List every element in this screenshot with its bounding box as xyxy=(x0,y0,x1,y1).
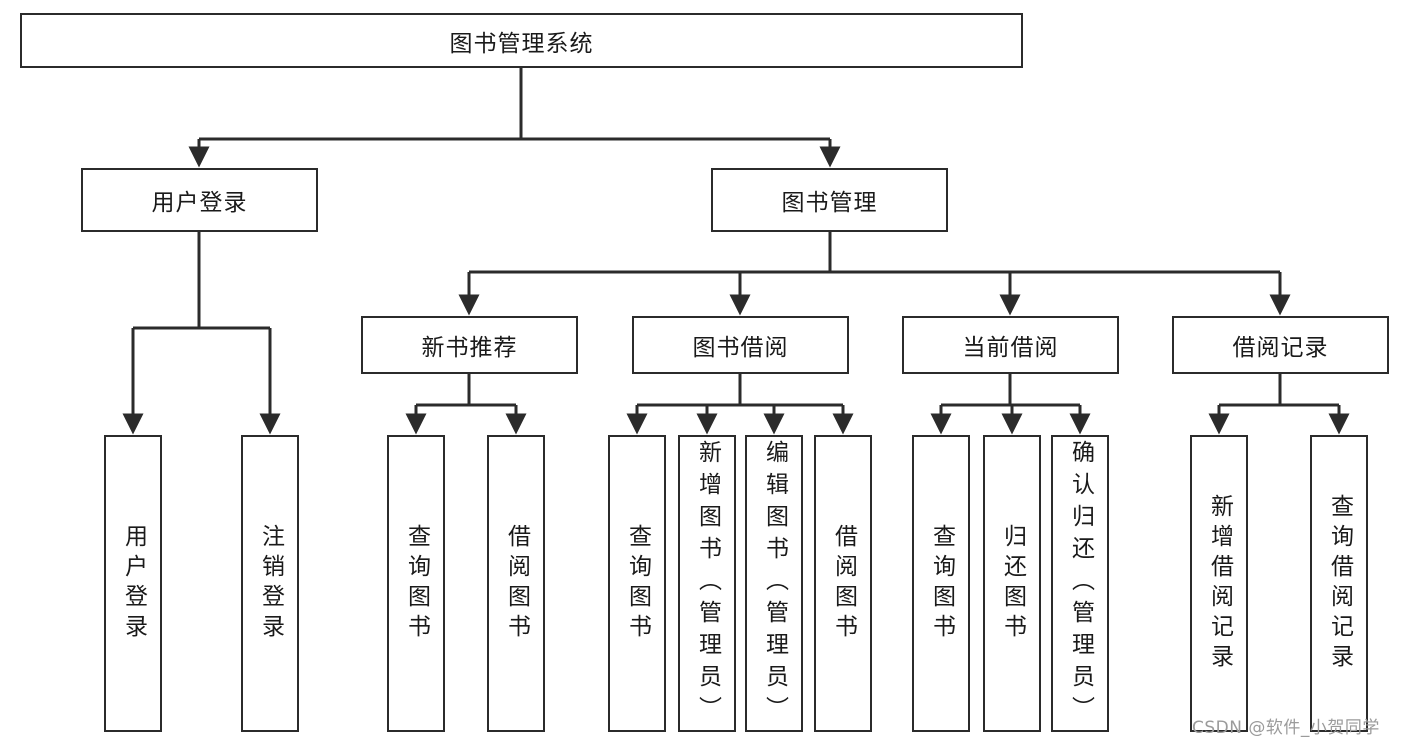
node-leaf-add-record[interactable]: 新增借阅记录 xyxy=(1190,435,1248,732)
node-current-borrow[interactable]: 当前借阅 xyxy=(902,316,1119,374)
node-leaf-edit-book[interactable]: 编辑图书（管理员） xyxy=(745,435,803,732)
node-leaf-query-book-label: 查询图书 xyxy=(624,523,651,644)
node-leaf-query-book-cur-label: 查询图书 xyxy=(928,523,955,644)
node-leaf-query-record-label: 查询借阅记录 xyxy=(1326,493,1353,674)
node-book-borrow[interactable]: 图书借阅 xyxy=(632,316,849,374)
node-new-book-rec-label: 新书推荐 xyxy=(421,335,518,361)
node-leaf-add-record-label: 新增借阅记录 xyxy=(1206,493,1233,674)
node-leaf-logout[interactable]: 注销登录 xyxy=(241,435,299,732)
node-leaf-logout-label: 注销登录 xyxy=(257,523,284,644)
node-leaf-query-book-cur[interactable]: 查询图书 xyxy=(912,435,970,732)
node-leaf-query-book-rec-label: 查询图书 xyxy=(403,523,430,644)
node-user-login[interactable]: 用户登录 xyxy=(81,168,318,232)
node-leaf-confirm-return[interactable]: 确认归还（管理员） xyxy=(1051,435,1109,732)
node-leaf-return-book-label: 归还图书 xyxy=(999,523,1026,644)
node-new-book-rec[interactable]: 新书推荐 xyxy=(361,316,578,374)
node-borrow-record[interactable]: 借阅记录 xyxy=(1172,316,1389,374)
node-leaf-edit-book-label: 编辑图书（管理员） xyxy=(761,439,788,728)
node-leaf-confirm-return-label: 确认归还（管理员） xyxy=(1067,439,1094,728)
node-book-borrow-label: 图书借阅 xyxy=(692,335,789,361)
node-leaf-return-book[interactable]: 归还图书 xyxy=(983,435,1041,732)
node-root-label: 图书管理系统 xyxy=(449,30,594,57)
node-book-manage[interactable]: 图书管理 xyxy=(711,168,948,232)
node-borrow-record-label: 借阅记录 xyxy=(1232,335,1329,361)
node-leaf-borrow-book-rec-label: 借阅图书 xyxy=(503,523,530,644)
node-leaf-query-book-rec[interactable]: 查询图书 xyxy=(387,435,445,732)
node-leaf-user-login[interactable]: 用户登录 xyxy=(104,435,162,732)
watermark-text: CSDN @软件_小贺同学 xyxy=(1192,718,1380,738)
node-book-manage-label: 图书管理 xyxy=(781,190,878,216)
node-current-borrow-label: 当前借阅 xyxy=(962,335,1059,361)
node-leaf-borrow-book-rec[interactable]: 借阅图书 xyxy=(487,435,545,732)
node-leaf-add-book-label: 新增图书（管理员） xyxy=(694,439,721,728)
node-leaf-query-book[interactable]: 查询图书 xyxy=(608,435,666,732)
node-root[interactable]: 图书管理系统 xyxy=(20,13,1023,68)
node-leaf-user-login-label: 用户登录 xyxy=(120,523,147,644)
node-leaf-add-book[interactable]: 新增图书（管理员） xyxy=(678,435,736,732)
node-leaf-query-record[interactable]: 查询借阅记录 xyxy=(1310,435,1368,732)
node-leaf-borrow-book-label: 借阅图书 xyxy=(830,523,857,644)
node-user-login-label: 用户登录 xyxy=(151,190,248,216)
node-leaf-borrow-book[interactable]: 借阅图书 xyxy=(814,435,872,732)
